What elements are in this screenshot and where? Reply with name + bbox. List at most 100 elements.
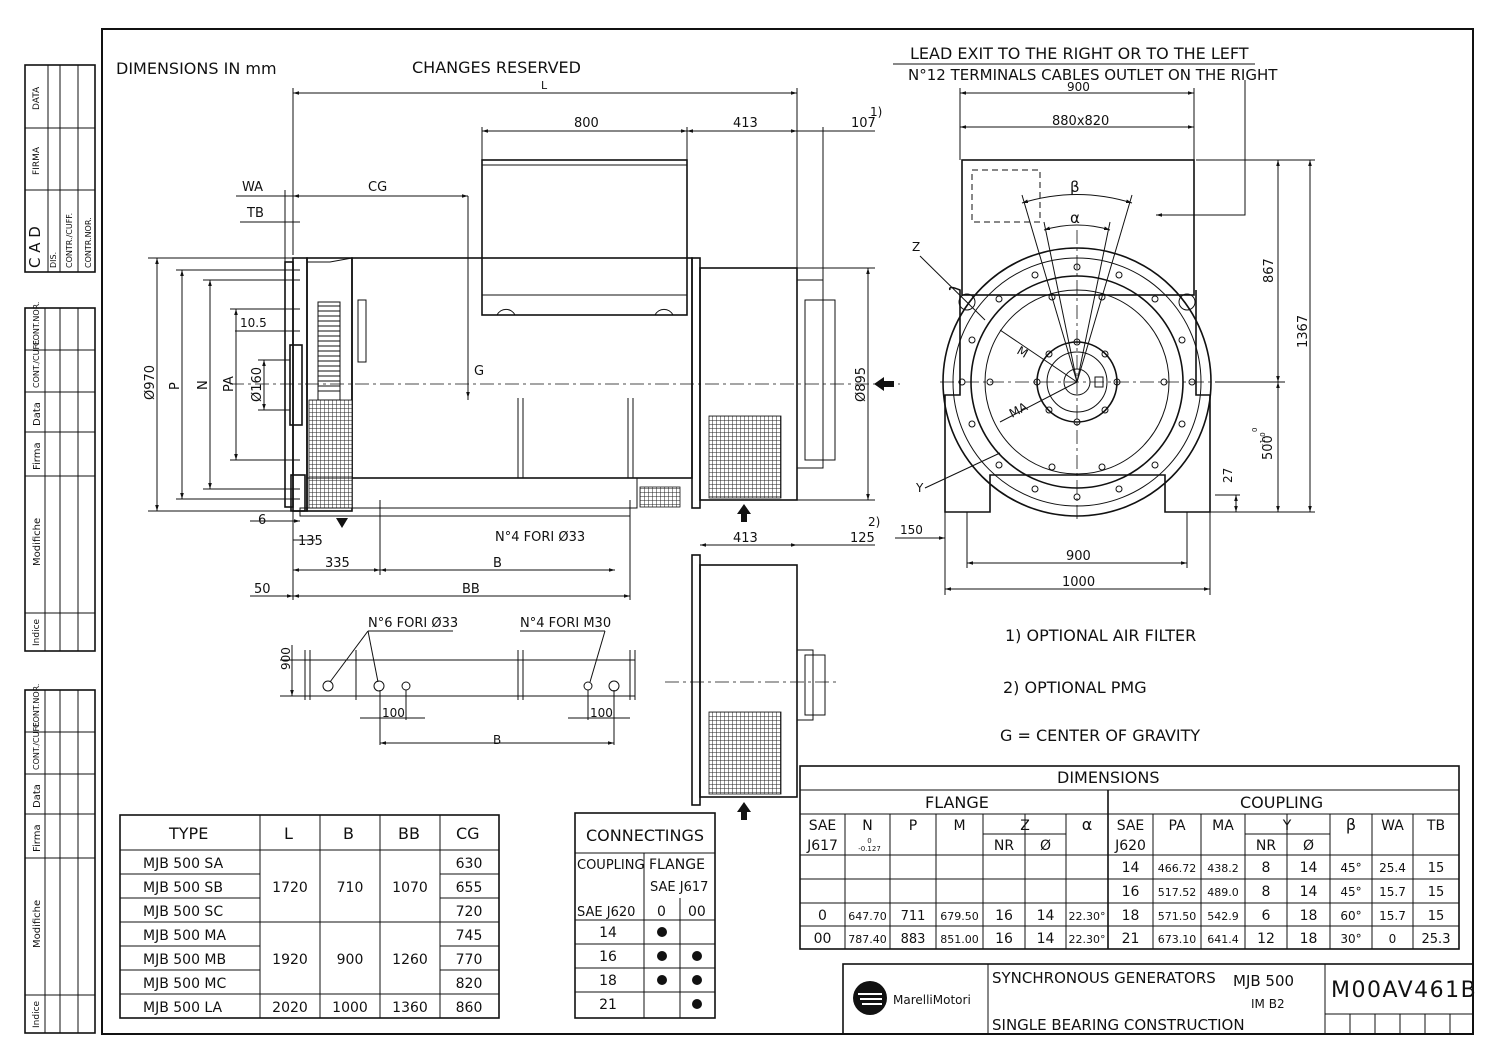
ch-Y: Y <box>1282 818 1292 834</box>
coupling-cell: 15 <box>1428 885 1445 900</box>
L-cell: 1920 <box>272 952 308 968</box>
compat-dot <box>657 951 667 961</box>
flange-cell: 851.00 <box>940 933 979 946</box>
panel2-data: Data <box>32 402 43 426</box>
note-1-marker: 1) <box>870 105 882 119</box>
BB-cell: 1070 <box>392 880 428 896</box>
panel3-modifiche: Modifiche <box>32 900 43 948</box>
flange-cell: 711 <box>901 909 926 924</box>
coupling-cell: 571.50 <box>1158 910 1197 923</box>
air-inlet-arrow <box>737 504 751 522</box>
cg-cell: 770 <box>456 952 483 968</box>
coupling-cell: 15.7 <box>1379 885 1406 899</box>
BB-cell: 1360 <box>392 1000 428 1016</box>
panel-contr-nor-label: CONTR.NOR. <box>84 217 93 268</box>
holes-6-d33: N°6 FORI Ø33 <box>368 616 458 631</box>
flange-cell: 787.40 <box>848 933 887 946</box>
note-2-marker: 2) <box>868 515 880 529</box>
dim-1000: 1000 <box>1062 575 1095 590</box>
cg-cell: 820 <box>456 976 483 992</box>
coupling-cell: 12 <box>1257 931 1275 947</box>
dim-50: 50 <box>254 582 271 597</box>
dim-CG: CG <box>368 180 387 195</box>
type-cell: MJB 500 MC <box>143 976 227 992</box>
coupling-cell: 15 <box>1428 861 1445 876</box>
dim-N: N <box>196 380 211 390</box>
flange-cell: 14 <box>1037 908 1055 924</box>
dim-107: 107 <box>851 116 876 131</box>
pmg-view <box>665 554 840 820</box>
ch-TB: TB <box>1426 818 1445 834</box>
panel2-contcuff: CONT./CUFF. <box>32 339 41 388</box>
panel3-contcuff: CONT./CUFF. <box>32 721 41 770</box>
holes-4-d33: N°4 FORI Ø33 <box>495 530 585 545</box>
coupling-cell: 542.9 <box>1207 910 1239 923</box>
title-single-bearing: SINGLE BEARING CONSTRUCTION <box>992 1016 1245 1034</box>
note-pmg: 2) OPTIONAL PMG <box>1003 678 1147 697</box>
compat-dot <box>657 975 667 985</box>
title-mount: IM B2 <box>1251 997 1285 1011</box>
connectings-title: CONNECTINGS <box>586 826 704 845</box>
coupling-cell: 45° <box>1340 861 1361 875</box>
dim-880x820: 880x820 <box>1052 114 1109 129</box>
coupling-size-cell: 21 <box>599 997 617 1013</box>
fh-M: M <box>953 818 965 834</box>
th-L: L <box>284 824 293 843</box>
dim-P: P <box>168 382 183 390</box>
B-cell: 900 <box>337 952 364 968</box>
panel3-contnor: CONT.NOR. <box>32 684 41 728</box>
compat-dot <box>657 927 667 937</box>
tol-down: -1.0 <box>1259 432 1267 446</box>
dimensions-in-mm-label: DIMENSIONS IN mm <box>116 59 277 78</box>
marelli-logo <box>853 981 887 1015</box>
type-cell: MJB 500 SA <box>143 856 224 872</box>
panel-cad-label: C A D <box>26 226 44 268</box>
front-view: 900 880x820 <box>895 80 1315 595</box>
dimensions-title: DIMENSIONS <box>1057 768 1160 787</box>
side-panel-block-3: CONT.NOR. CONT./CUFF. Data Firma Modific… <box>24 684 96 1034</box>
dim-B-side: B <box>493 556 502 571</box>
type-cell: MJB 500 SC <box>143 904 223 920</box>
lead-exit-label: LEAD EXIT TO THE RIGHT OR TO THE LEFT <box>910 44 1249 63</box>
coupling-cell: 641.4 <box>1207 933 1239 946</box>
dim-413: 413 <box>733 116 758 131</box>
flange-cell: 00 <box>814 931 832 947</box>
coupling-cell: 18 <box>1300 908 1318 924</box>
dim-L: L <box>541 79 548 92</box>
flange-bolt-holes <box>958 263 1196 501</box>
coupling-cell: 438.2 <box>1207 862 1239 875</box>
panel-dis-label: DIS. <box>49 252 58 268</box>
B-cell: 710 <box>337 880 364 896</box>
dim-100-left: 100 <box>382 706 405 720</box>
angle-alpha: α <box>1070 209 1080 227</box>
compat-dot <box>692 975 702 985</box>
panel2-firma: Firma <box>32 442 43 470</box>
coupling-cell: 8 <box>1262 884 1271 900</box>
ch-WA: WA <box>1381 818 1404 834</box>
coupling-cell: 16 <box>1122 884 1140 900</box>
coupling-cell: 60° <box>1340 909 1361 923</box>
panel2-modifiche: Modifiche <box>32 518 43 566</box>
coupling-size-cell: 16 <box>599 949 617 965</box>
dim-160: Ø160 <box>250 367 265 402</box>
coupling-cell: 45° <box>1340 885 1361 899</box>
label-Y: Y <box>915 481 924 495</box>
title-synchronous-generators: SYNCHRONOUS GENERATORS <box>992 969 1216 987</box>
dim-TB: TB <box>246 206 264 221</box>
type-cell: MJB 500 SB <box>143 880 223 896</box>
coupling-cell: 18 <box>1122 908 1140 924</box>
dim-500: 500 <box>1261 435 1276 460</box>
panel-firma-label: FIRMA <box>32 146 42 175</box>
dim-B-base: B <box>493 733 501 747</box>
ch-sae: SAE <box>1117 818 1145 834</box>
side-panel-block-2: CONT.NOR. CONT./CUFF. Data Firma Modific… <box>24 302 96 652</box>
flange-cell: 14 <box>1037 931 1055 947</box>
fh-sae: SAE <box>809 818 837 834</box>
ch-NR: NR <box>1256 838 1276 854</box>
flange-cell: 0 <box>818 908 827 924</box>
terminals-label: N°12 TERMINALS CABLES OUTLET ON THE RIGH… <box>908 66 1278 84</box>
flange-cell: 16 <box>995 908 1013 924</box>
connectings-col-0: 0 <box>657 904 666 920</box>
dim-800: 800 <box>574 116 599 131</box>
